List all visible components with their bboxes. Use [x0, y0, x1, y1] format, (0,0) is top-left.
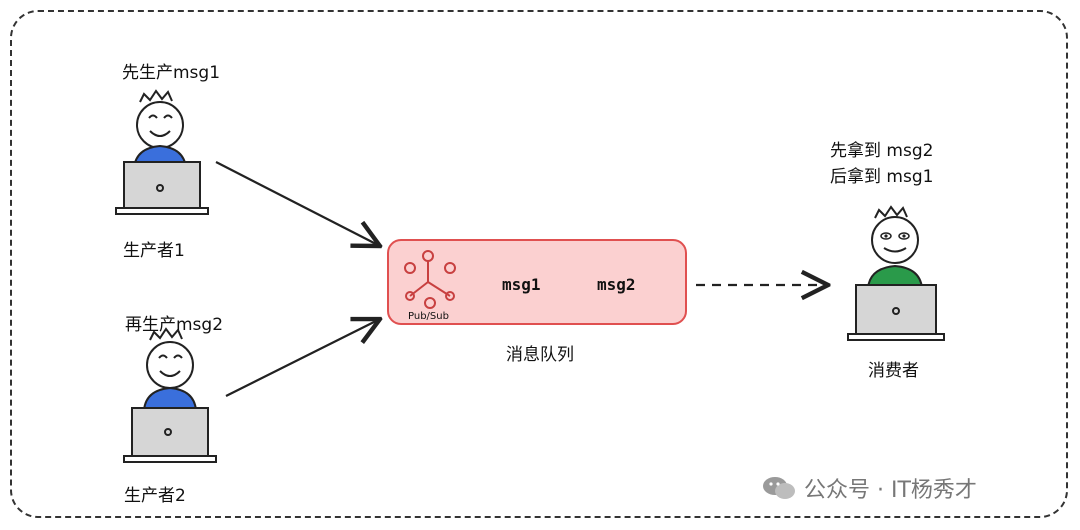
producer1-figure — [115, 89, 209, 215]
diagram-frame — [10, 10, 1068, 518]
consumer-figure — [847, 205, 945, 341]
watermark: 公众号 · IT杨秀才 — [762, 472, 977, 504]
producer2-label: 生产者2 — [124, 486, 186, 506]
queue-label: 消息队列 — [506, 345, 574, 365]
wechat-icon — [763, 477, 795, 499]
producer1-note: 先生产msg1 — [122, 63, 221, 83]
arrow-producer2-queue — [225, 320, 378, 397]
queue-msg2: msg2 — [597, 275, 636, 294]
consumer-note-line1: 先拿到 msg2 — [830, 141, 934, 161]
pubsub-label: Pub/Sub — [408, 311, 449, 322]
producer2-note: 再生产msg2 — [125, 315, 224, 335]
message-queue-box — [387, 239, 687, 325]
producer1-label: 生产者1 — [123, 241, 185, 261]
producer2-figure — [123, 327, 217, 463]
watermark-text: 公众号 · IT杨秀才 — [804, 478, 977, 503]
consumer-note-line2: 后拿到 msg1 — [830, 167, 934, 187]
arrow-producer1-queue — [215, 161, 378, 245]
queue-msg1: msg1 — [502, 275, 541, 294]
consumer-label: 消费者 — [868, 361, 919, 381]
